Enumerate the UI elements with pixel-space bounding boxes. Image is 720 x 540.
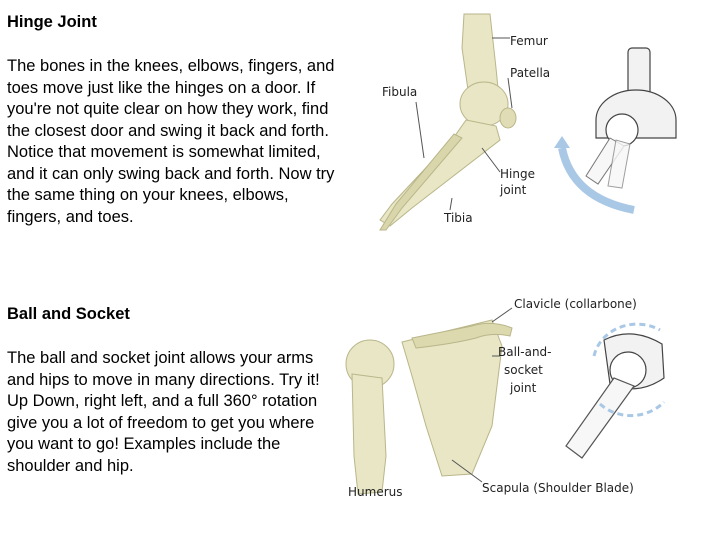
ball-socket-description: The ball and socket joint allows your ar… (7, 349, 320, 475)
ball-socket-model (565, 333, 665, 459)
rotation-arrow-bottom-icon (598, 400, 666, 418)
arrow-head-icon (554, 136, 570, 148)
hinge-title: Hinge Joint (7, 13, 97, 31)
label-patella: Patella (510, 66, 550, 80)
label-tibia: Tibia (443, 211, 473, 225)
hinge-joint-illustration: Femur Patella Fibula Hinge joint Tibia (379, 13, 677, 231)
ball-socket-illustration: Clavicle (collarbone) Ball-and- socket j… (345, 297, 666, 499)
label-fibula: Fibula (382, 85, 417, 99)
patella-bone (499, 107, 517, 129)
hinge-model (585, 47, 677, 189)
label-ball-socket-line1: Ball-and- (498, 345, 552, 359)
label-clavicle: Clavicle (collarbone) (514, 297, 637, 311)
label-ball-socket-line3: joint (509, 381, 537, 395)
ball-socket-title: Ball and Socket (7, 305, 130, 323)
label-scapula: Scapula (Shoulder Blade) (482, 481, 634, 495)
femur-bone (461, 13, 499, 91)
fibula-bone (379, 133, 463, 231)
clavicle-bone (411, 322, 513, 349)
humerus-bone (351, 373, 387, 495)
label-humerus: Humerus (348, 485, 403, 499)
label-hinge-joint-line2: joint (499, 183, 527, 197)
swing-arrow-icon (558, 147, 635, 214)
label-ball-socket-line2: socket (504, 363, 543, 377)
hinge-description: The bones in the knees, elbows, fingers,… (7, 57, 335, 226)
rotation-arrow-top-icon (592, 322, 661, 357)
label-femur: Femur (510, 34, 548, 48)
label-hinge-joint-line1: Hinge (500, 167, 535, 181)
